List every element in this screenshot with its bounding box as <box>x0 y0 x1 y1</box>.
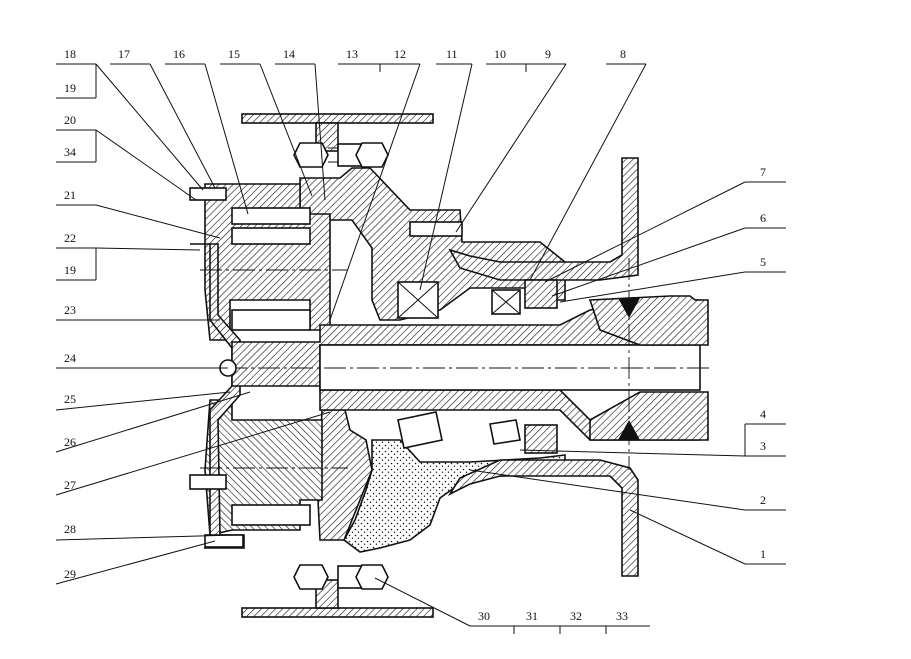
bearing-lower <box>397 411 521 449</box>
label-5: 5 <box>760 255 766 269</box>
label-4: 4 <box>760 407 766 421</box>
gear-left-lower <box>204 399 323 536</box>
label-14: 14 <box>283 47 295 61</box>
label-32: 32 <box>570 609 582 623</box>
label-2: 2 <box>760 493 766 507</box>
housing-lower <box>342 439 566 553</box>
bottom-labels: 30 31 32 33 <box>478 609 628 623</box>
label-23: 23 <box>64 303 76 317</box>
top-bolt-group <box>293 142 389 168</box>
mounting-flange <box>448 157 639 281</box>
label-1: 1 <box>760 547 766 561</box>
label-7: 7 <box>760 165 766 179</box>
label-17: 17 <box>118 47 130 61</box>
label-13: 13 <box>346 47 358 61</box>
label-30: 30 <box>478 609 490 623</box>
label-9: 9 <box>545 47 551 61</box>
label-15: 15 <box>228 47 240 61</box>
top-plate <box>241 113 434 124</box>
label-21: 21 <box>64 188 76 202</box>
top-labels: 13 12 11 10 9 8 <box>346 47 626 61</box>
leader-lines <box>55 63 786 634</box>
label-6: 6 <box>760 211 766 225</box>
label-24: 24 <box>64 351 76 365</box>
label-31: 31 <box>526 609 538 623</box>
bottom-bolt-group <box>293 564 389 590</box>
label-8: 8 <box>620 47 626 61</box>
label-3: 3 <box>760 439 766 453</box>
label-29: 29 <box>64 567 76 581</box>
label-16: 16 <box>173 47 185 61</box>
right-labels: 7 6 5 4 3 2 1 <box>760 165 766 561</box>
bottom-plate <box>241 607 434 618</box>
label-25: 25 <box>64 392 76 406</box>
left-labels: 18 17 16 15 14 19 20 34 21 22 19 23 24 2… <box>64 47 295 581</box>
seal-lower <box>524 424 558 454</box>
drawing-body <box>189 113 712 618</box>
label-28: 28 <box>64 522 76 536</box>
label-26: 26 <box>64 435 76 449</box>
label-34: 34 <box>64 145 76 159</box>
label-20: 20 <box>64 113 76 127</box>
output-coupling <box>588 295 709 346</box>
label-22: 22 <box>64 231 76 245</box>
label-18: 18 <box>64 47 76 61</box>
bearing-upper <box>397 281 521 319</box>
label-27: 27 <box>64 478 76 492</box>
label-12: 12 <box>394 47 406 61</box>
label-19-lower: 19 <box>64 263 76 277</box>
label-11: 11 <box>446 47 458 61</box>
label-10: 10 <box>494 47 506 61</box>
label-19-upper: 19 <box>64 81 76 95</box>
label-33: 33 <box>616 609 628 623</box>
seal-upper <box>524 279 558 309</box>
